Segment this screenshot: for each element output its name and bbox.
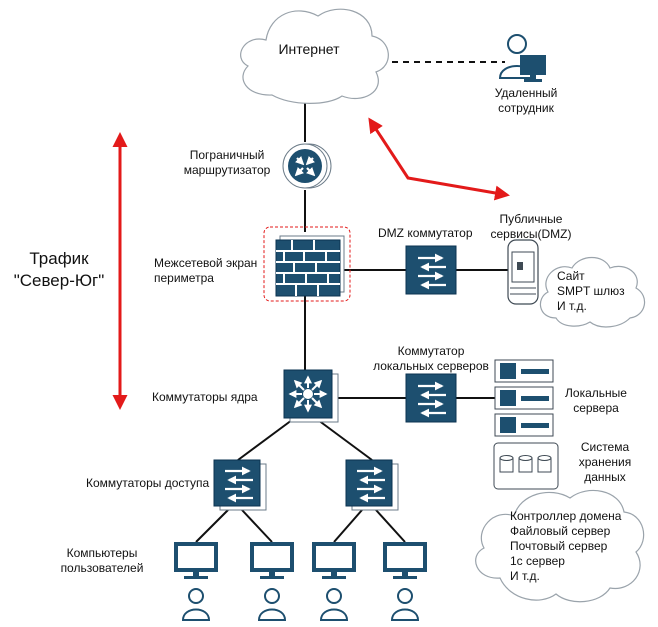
user-1-icon xyxy=(181,588,211,621)
firewall-icon xyxy=(263,226,351,302)
user-pc-3-icon xyxy=(312,542,356,579)
local-servers-label: Локальные сервера xyxy=(565,386,627,415)
link-access-pc4 xyxy=(375,509,406,543)
server-switch-label: Коммутатор локальных серверов xyxy=(373,344,489,373)
user-pc-1-icon xyxy=(174,542,218,579)
public-services-list: Сайт SMPT шлюз И т.д. xyxy=(557,269,625,313)
server-switch-icon xyxy=(405,373,457,423)
storage-label: Система хранения данных xyxy=(578,440,632,484)
traffic-arrows xyxy=(112,117,510,410)
internet-cloud xyxy=(240,8,389,104)
border-router-label: Пограничный маршрутизатор xyxy=(183,148,271,177)
core-switch-icon xyxy=(283,369,339,423)
remote-worker-icon xyxy=(498,34,546,82)
server-roles-cloud xyxy=(475,489,645,603)
user-pc-2-icon xyxy=(250,542,294,579)
server-roles-list: Контроллер домена Файловый сервер Почтов… xyxy=(510,509,622,583)
link-access-pc1 xyxy=(195,509,229,543)
storage-icon xyxy=(493,442,559,490)
user-2-icon xyxy=(257,588,287,621)
remote-worker-label: Удаленный сотрудник xyxy=(494,86,558,115)
public-services-label: Публичные сервисы(DMZ) xyxy=(490,212,572,241)
link-core-access-right xyxy=(317,419,373,461)
internet-label: Интернет xyxy=(278,41,340,57)
user-4-icon xyxy=(390,588,420,621)
dmz-traffic-arrow xyxy=(368,117,510,201)
public-server-icon xyxy=(507,239,539,305)
local-servers-icon xyxy=(494,359,554,437)
link-access-pc2 xyxy=(241,509,273,543)
user-3-icon xyxy=(319,588,349,621)
firewall-label: Межсетевой экран периметра xyxy=(154,256,258,285)
dmz-switch-icon xyxy=(405,245,457,295)
traffic-label: Трафик "Север-Юг" xyxy=(13,249,105,290)
link-core-access-left xyxy=(237,419,293,461)
access-switch-right-icon xyxy=(345,459,399,511)
connection-lines xyxy=(195,61,510,543)
access-switches-label: Коммутаторы доступа xyxy=(86,476,210,490)
core-switches-label: Коммутаторы ядра xyxy=(152,390,258,404)
user-pc-4-icon xyxy=(383,542,427,579)
dmz-switch-label: DMZ коммутатор xyxy=(378,226,473,240)
access-switch-left-icon xyxy=(213,459,267,511)
router-icon xyxy=(282,143,332,189)
link-access-pc3 xyxy=(333,509,363,543)
user-computers-label: Компьютеры пользователей xyxy=(60,546,144,575)
public-services-cloud xyxy=(539,256,646,328)
